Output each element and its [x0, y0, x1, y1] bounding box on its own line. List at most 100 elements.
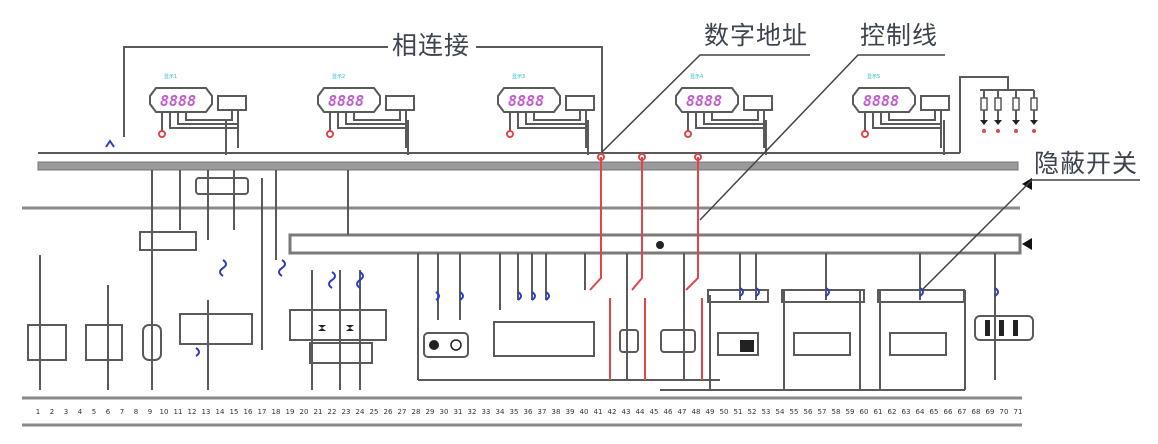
control-wire [631, 157, 646, 380]
ruler-number: 42 [608, 408, 617, 416]
ruler-number: 69 [986, 408, 995, 416]
resistor-icon [994, 97, 1002, 111]
resistor-bank-wire [959, 76, 1034, 153]
coil-icon [459, 291, 464, 301]
wire [417, 253, 996, 380]
component-box [289, 309, 387, 341]
display-connector [565, 95, 595, 111]
component-box [493, 321, 595, 357]
ruler-number: 45 [650, 408, 659, 416]
coil-icon [517, 291, 522, 301]
ruler-number: 5 [92, 408, 96, 416]
seven-segment-readout: 8888 [328, 92, 364, 110]
display-housing [497, 87, 561, 113]
ruler-number: 31 [454, 408, 463, 416]
diode-icon [980, 120, 988, 125]
display-housing [852, 87, 916, 113]
component-frame [781, 289, 865, 303]
display-connector [217, 95, 247, 111]
main-bus-lower [288, 233, 1022, 255]
ruler-number: 6 [106, 408, 111, 416]
wire-layer [22, 46, 1034, 427]
coil-icon [328, 271, 336, 289]
component-box [717, 332, 759, 356]
display-housing [149, 87, 213, 113]
address-terminal [861, 130, 869, 138]
display-connector [385, 95, 415, 111]
component-box [85, 324, 123, 361]
component-box [793, 332, 851, 356]
ruler-number: 61 [874, 408, 883, 416]
control-terminal [597, 153, 605, 161]
ruler-number: 16 [244, 408, 253, 416]
ruler-number: 26 [384, 408, 393, 416]
address-terminal [326, 130, 334, 138]
coil-icon [825, 287, 830, 297]
contact-block [1013, 320, 1018, 336]
resistor-diode-pair [1030, 90, 1038, 133]
component-box [974, 315, 1034, 341]
ruler-number: 9 [148, 408, 152, 416]
coil-icon [195, 347, 200, 357]
ruler-number: 4 [78, 408, 83, 416]
ruler-number: 35 [510, 408, 519, 416]
ruler-number: 22 [328, 408, 337, 416]
display-label: 显示2 [332, 74, 345, 80]
ruler-number: 56 [804, 408, 813, 416]
seven-segment-readout: 8888 [160, 92, 196, 110]
ruler-number: 49 [706, 408, 715, 416]
seven-segment-readout: 8888 [508, 92, 544, 110]
ruler-number: 63 [902, 408, 911, 416]
display-wiring [161, 110, 239, 148]
ruler-number: 28 [412, 408, 421, 416]
ruler-number: 3 [64, 408, 68, 416]
address-terminal [506, 130, 514, 138]
coil-icon [531, 291, 536, 301]
component-box [142, 324, 162, 361]
ruler-number: 66 [944, 408, 953, 416]
ruler-number: 36 [524, 408, 533, 416]
led-terminal [1032, 129, 1036, 133]
ruler-number: 10 [160, 408, 169, 416]
component-box [179, 313, 253, 345]
led-terminal [982, 129, 986, 133]
coil-symbols [105, 139, 999, 357]
ruler-number: 53 [762, 408, 771, 416]
ruler-number: 41 [594, 408, 603, 416]
diode-icon [1030, 120, 1038, 125]
coil-icon [219, 259, 227, 277]
ruler-number: 58 [832, 408, 841, 416]
seven-segment-readout: 8888 [686, 92, 722, 110]
component-box [27, 324, 67, 361]
ruler-number: 59 [846, 408, 855, 416]
ruler-number: 2 [50, 408, 54, 416]
main-bus-top [37, 161, 1019, 171]
ruler-number: 30 [440, 408, 449, 416]
component-details [318, 241, 1018, 352]
ruler-number: 55 [790, 408, 799, 416]
hidden-switch-leader [921, 179, 1140, 291]
control-wire [685, 157, 703, 380]
control-wire [589, 157, 611, 380]
ruler-number: 68 [972, 408, 981, 416]
control-lines [589, 153, 703, 380]
callout-leaders [601, 54, 1140, 291]
ruler-number: 50 [720, 408, 729, 416]
ruler-number: 37 [538, 408, 547, 416]
control-terminal [638, 153, 646, 161]
ruler-number: 32 [468, 408, 477, 416]
diode-symbol [318, 325, 354, 331]
coil-icon [105, 139, 115, 148]
coil-icon [435, 291, 440, 301]
ruler-number: 33 [482, 408, 491, 416]
ruler-number: 27 [398, 408, 407, 416]
ruler-number: 21 [314, 408, 323, 416]
lamp-symbol [429, 340, 439, 350]
ruler-number: 51 [734, 408, 743, 416]
